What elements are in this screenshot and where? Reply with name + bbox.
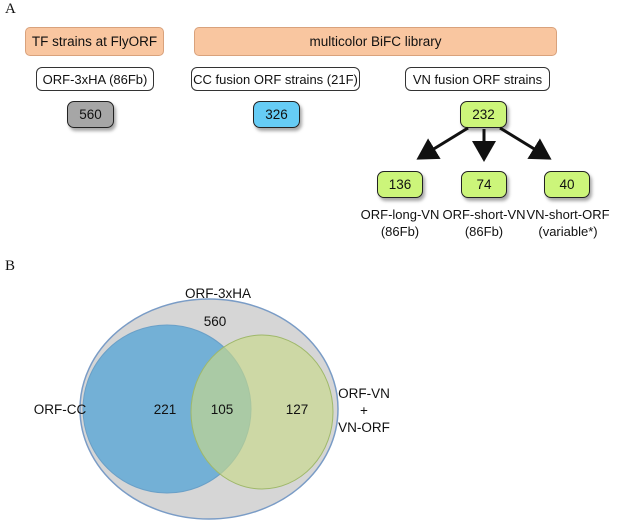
arrow-right: [499, 126, 552, 160]
venn-outer-count: 560: [203, 314, 227, 329]
venn-region-overlap-count: 105: [210, 402, 234, 417]
venn-outer-label: ORF-3xHA: [184, 286, 251, 301]
label-cc-fusion: CC fusion ORF strains (21F): [191, 67, 360, 91]
count-box-vn-short: 40: [544, 171, 590, 198]
caption-vn-short-line1: VN-short-ORF: [526, 207, 610, 222]
label-vn-fusion: VN fusion ORF strains: [405, 67, 550, 91]
caption-short-vn-line1: ORF-short-VN: [442, 207, 526, 222]
count-box-long-vn: 136: [377, 171, 423, 198]
venn-right-label-line3: VN-ORF: [338, 420, 390, 435]
panel-b-label: B: [5, 258, 16, 274]
panel-a-label: A: [5, 1, 16, 17]
arrow-left: [416, 126, 469, 160]
caption-long-vn-line2: (86Fb): [380, 224, 420, 239]
caption-long-vn-line1: ORF-long-VN: [360, 207, 440, 222]
count-box-vn: 232: [460, 101, 507, 128]
caption-vn-short-line2: (variable*): [538, 224, 598, 239]
caption-short-vn-line2: (86Fb): [464, 224, 504, 239]
count-box-cc: 326: [253, 101, 300, 128]
caption-long-vn: ORF-long-VN (86Fb): [352, 206, 448, 240]
venn-region-left-count: 221: [153, 402, 177, 417]
label-orf-3xha: ORF-3xHA (86Fb): [36, 67, 154, 91]
header-bifc-library: multicolor BiFC library: [194, 27, 557, 56]
venn-left-label: ORF-CC: [33, 402, 87, 417]
count-box-short-vn: 74: [461, 171, 507, 198]
venn-region-right-count: 127: [285, 402, 309, 417]
header-tf-strains: TF strains at FlyORF: [25, 27, 164, 56]
venn-right-set: [190, 334, 334, 490]
caption-vn-short: VN-short-ORF (variable*): [520, 206, 616, 240]
venn-right-label-line1: ORF-VN: [338, 386, 390, 401]
venn-right-label-line2: +: [360, 403, 368, 418]
count-box-ha: 560: [67, 101, 114, 128]
venn-right-label: ORF-VN + VN-ORF: [334, 385, 394, 436]
caption-short-vn: ORF-short-VN (86Fb): [436, 206, 532, 240]
